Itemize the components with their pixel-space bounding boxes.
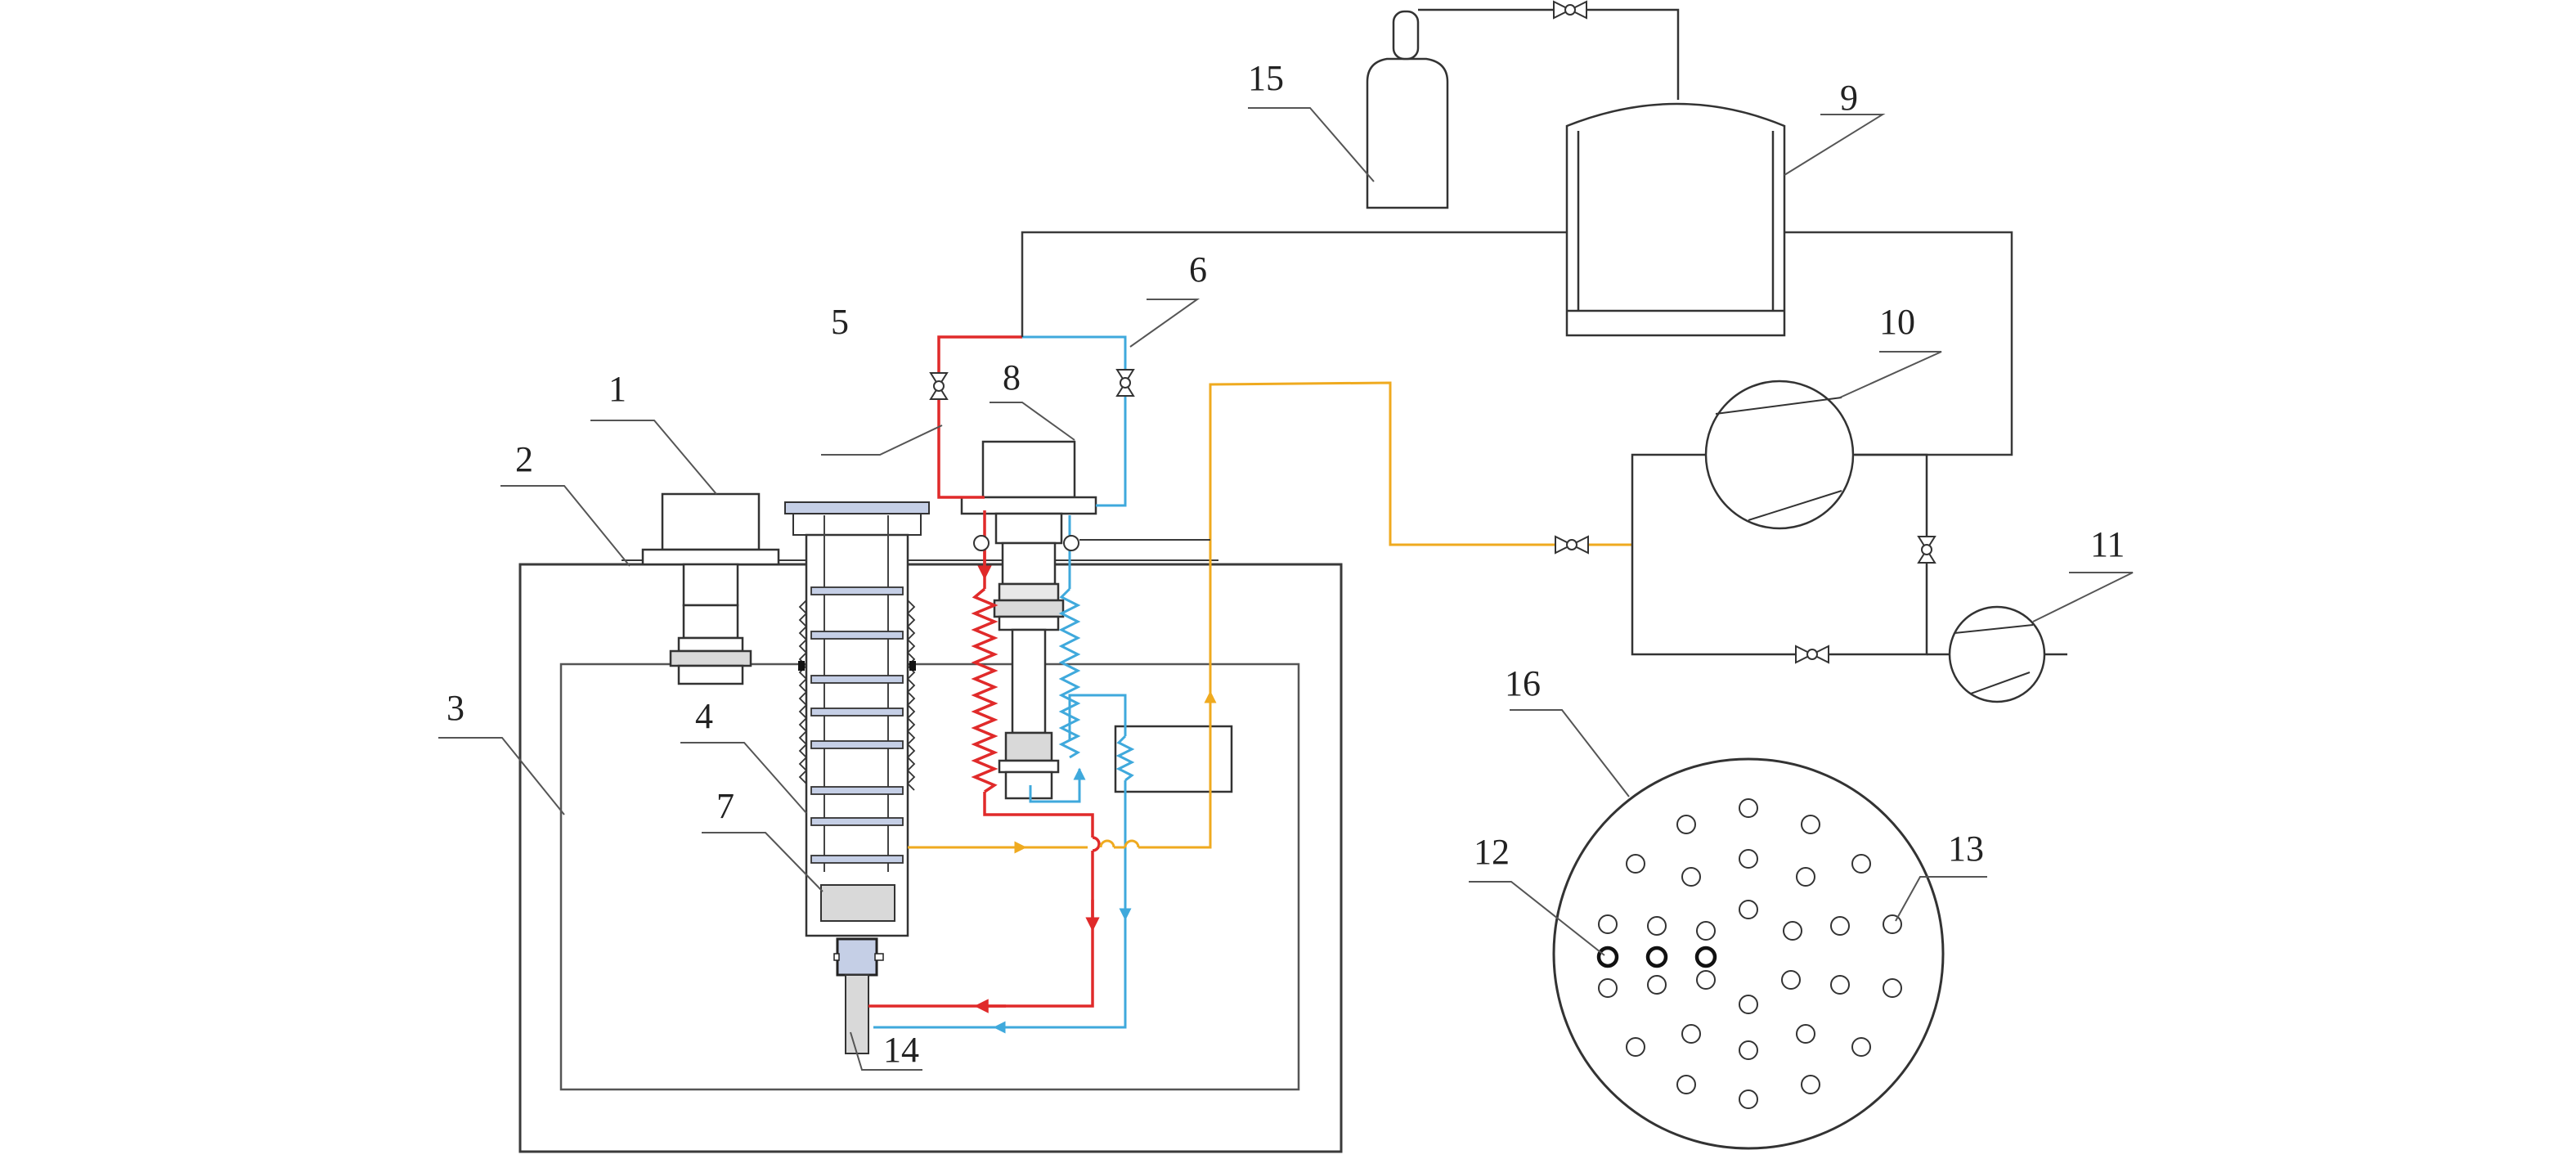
label-13: 13 bbox=[1948, 829, 1984, 869]
label-16: 16 bbox=[1505, 663, 1541, 703]
heat-exchanger-box bbox=[1114, 725, 1233, 793]
valve-icon-blue bbox=[1115, 369, 1135, 397]
perforated-disc-16 bbox=[1552, 757, 1945, 1150]
valve-icon-top bbox=[1553, 0, 1587, 20]
component-14-connector bbox=[833, 937, 884, 1054]
label-9: 9 bbox=[1840, 78, 1858, 118]
label-12: 12 bbox=[1474, 832, 1510, 872]
component-4-column bbox=[784, 501, 930, 937]
label-2: 2 bbox=[515, 439, 533, 479]
pump-11 bbox=[1927, 605, 2067, 703]
leader-lines bbox=[438, 107, 2134, 1071]
component-7-block bbox=[820, 884, 895, 922]
component-8-stack bbox=[960, 440, 1097, 800]
cold-line bbox=[873, 335, 1135, 1029]
label-5: 5 bbox=[831, 302, 849, 342]
feedthrough-red bbox=[973, 535, 990, 551]
outer-chamber-3 bbox=[518, 563, 1343, 1153]
label-8: 8 bbox=[1003, 357, 1021, 398]
tank-9 bbox=[1565, 8, 1786, 337]
gas-cylinder-15 bbox=[1366, 8, 1554, 209]
inner-chamber bbox=[559, 663, 1300, 1091]
label-7: 7 bbox=[716, 786, 734, 826]
label-15: 15 bbox=[1248, 58, 1284, 98]
label-6: 6 bbox=[1189, 249, 1207, 290]
feedthrough-blue bbox=[1063, 535, 1079, 551]
pump-10 bbox=[1704, 380, 1855, 530]
label-1: 1 bbox=[608, 369, 626, 409]
label-10: 10 bbox=[1879, 302, 1915, 342]
component-1-stack bbox=[641, 492, 780, 685]
valve-icon-bottom bbox=[1795, 645, 1829, 664]
valve-icon-yellow bbox=[1555, 535, 1589, 555]
label-14: 14 bbox=[883, 1030, 919, 1070]
gas-line bbox=[1021, 231, 2013, 456]
label-4: 4 bbox=[695, 696, 713, 736]
pump-10-circuit bbox=[1631, 453, 1928, 656]
valve-icon-right bbox=[1917, 536, 1936, 564]
valve-icon-red bbox=[929, 372, 949, 400]
label-11: 11 bbox=[2090, 524, 2125, 564]
label-3: 3 bbox=[447, 688, 464, 728]
